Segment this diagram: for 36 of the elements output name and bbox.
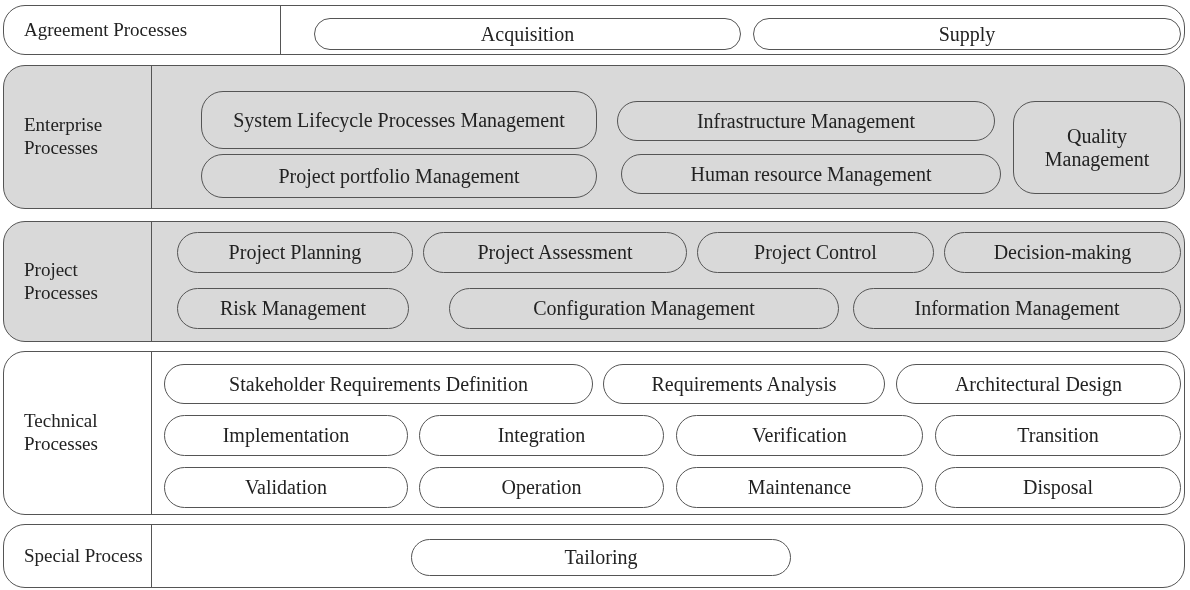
process-box: Project Assessment [423, 232, 687, 273]
process-box: Decision-making [944, 232, 1181, 273]
process-box: Project Control [697, 232, 934, 273]
process-box: Transition [935, 415, 1181, 456]
group-heading: Project Processes [4, 222, 152, 341]
group-heading: Enterprise Processes [4, 66, 152, 208]
process-group-band [3, 351, 1185, 515]
process-box: Implementation [164, 415, 408, 456]
process-group-band [3, 65, 1185, 209]
process-box: Disposal [935, 467, 1181, 508]
process-box: Tailoring [411, 539, 791, 576]
process-box: System Lifecycle Processes Management [201, 91, 597, 149]
process-box: Architectural Design [896, 364, 1181, 404]
process-box: Configuration Management [449, 288, 839, 329]
process-box: Requirements Analysis [603, 364, 885, 404]
process-box: Infrastructure Management [617, 101, 995, 141]
process-box: Risk Management [177, 288, 409, 329]
process-box: Operation [419, 467, 664, 508]
process-group-band [3, 5, 1185, 55]
process-box: Quality Management [1013, 101, 1181, 194]
process-box: Project Planning [177, 232, 413, 273]
process-group-band [3, 221, 1185, 342]
group-heading: Agreement Processes [4, 6, 281, 54]
group-heading: Technical Processes [4, 352, 152, 514]
process-box: Integration [419, 415, 664, 456]
process-box: Information Management [853, 288, 1181, 329]
process-box: Project portfolio Management [201, 154, 597, 198]
process-group-band [3, 524, 1185, 588]
process-box: Stakeholder Requirements Definition [164, 364, 593, 404]
process-box: Acquisition [314, 18, 741, 50]
process-box: Verification [676, 415, 923, 456]
process-box: Maintenance [676, 467, 923, 508]
process-box: Human resource Management [621, 154, 1001, 194]
process-box: Validation [164, 467, 408, 508]
process-box: Supply [753, 18, 1181, 50]
group-heading: Special Process [4, 525, 152, 587]
